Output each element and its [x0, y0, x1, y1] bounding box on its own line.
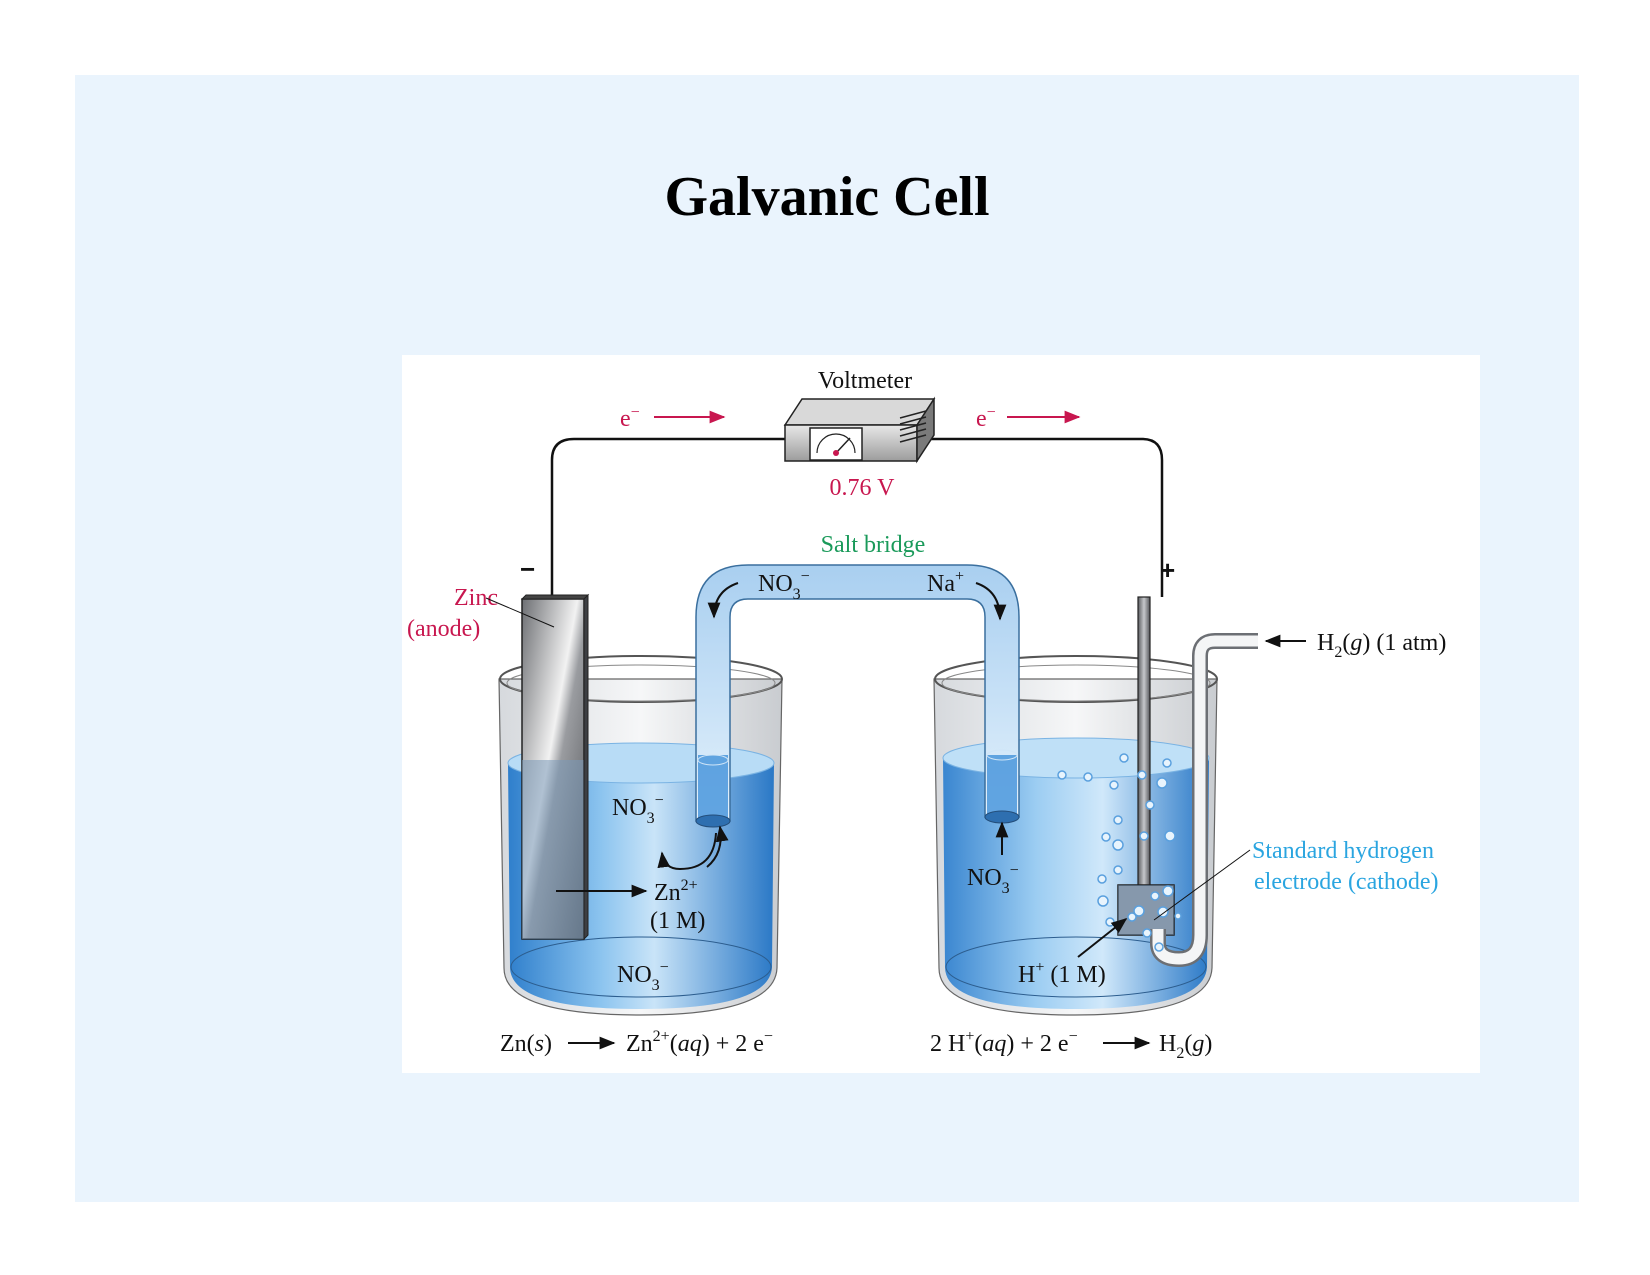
anode-half-reaction: Zn(s) Zn2+(aq) + 2 e− [500, 1028, 773, 1057]
galvanic-cell-figure: Voltmeter 0.76 V e− e− [402, 355, 1480, 1073]
nitrate-flow-arrow [707, 582, 739, 619]
svg-text:e−: e− [620, 404, 640, 432]
svg-text:Zn(s): Zn(s) [500, 1031, 552, 1057]
anode-nitrate-ion-bottom: NO3− [617, 959, 669, 994]
anode-nitrate-ion-top: NO3− [612, 792, 664, 827]
cathode-nitrate-ion: NO3− [967, 862, 1019, 897]
zinc-ion-label: Zn2+ [654, 877, 698, 906]
zinc-leader-line [485, 597, 555, 628]
voltmeter-reading: 0.76 V [830, 475, 896, 501]
meter-dial-icon [809, 427, 863, 461]
salt-bridge [695, 564, 1020, 828]
svg-text:e−: e− [976, 404, 996, 432]
hydrogen-ion-arrow [1077, 918, 1128, 958]
electron-flow-right: e− [976, 404, 1081, 432]
cathode-label: electrode (cathode) [1254, 869, 1439, 895]
external-wire [550, 437, 1164, 597]
anode-label: (anode) [407, 616, 480, 642]
hydrogen-ion-label: H+ (1 M) [1018, 959, 1106, 988]
zinc-electrode [520, 593, 590, 941]
nitrate-to-bridge-arrow [657, 832, 717, 871]
electrode-leader-line [1153, 849, 1251, 921]
svg-text:Zn2+(aq) + 2 e−: Zn2+(aq) + 2 e− [626, 1028, 773, 1057]
cathode-half-reaction: 2 H+(aq) + 2 e− H2(g) [930, 1028, 1212, 1062]
voltmeter [783, 396, 936, 464]
electron-flow-left: e− [620, 404, 726, 432]
svg-text:2 H+(aq) + 2 e−: 2 H+(aq) + 2 e− [930, 1028, 1078, 1057]
salt-bridge-label: Salt bridge [821, 532, 926, 558]
hydrogen-gas-label: H2(g) (1 atm) [1317, 630, 1446, 661]
galvanic-cell-diagram: Voltmeter 0.76 V e− e− [407, 368, 1446, 1062]
salt-bridge-sodium-ion: Na+ [927, 568, 964, 597]
hydrogen-electrode-label: Standard hydrogen [1252, 838, 1434, 864]
zinc-label: Zinc [454, 585, 498, 611]
sodium-flow-arrow [975, 582, 1007, 621]
salt-bridge-nitrate-ion: NO3− [758, 568, 810, 603]
slide-title: Galvanic Cell [664, 166, 990, 228]
slide: Galvanic Cell [75, 75, 1579, 1202]
zinc-ion-arrow [706, 825, 729, 868]
anode-concentration: (1 M) [650, 908, 705, 934]
cathode-sign: + [1160, 555, 1175, 585]
voltmeter-vent-icon [899, 410, 927, 443]
anode-sign: − [520, 554, 535, 584]
voltmeter-label: Voltmeter [818, 368, 912, 394]
hydrogen-bubbles [1057, 753, 1182, 952]
svg-text:H2(g): H2(g) [1159, 1031, 1212, 1062]
